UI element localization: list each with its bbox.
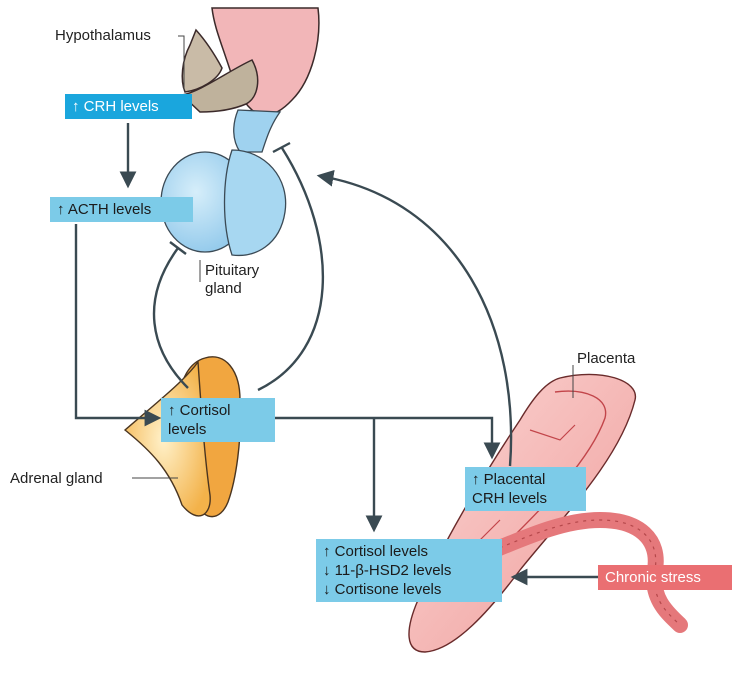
- box-hormone-effects: ↑ Cortisol levels ↓ 11-β-HSD2 levels ↓ C…: [316, 539, 502, 602]
- effects-line2: ↓ 11-β-HSD2 levels: [323, 561, 495, 580]
- placenta-illustration: [409, 374, 680, 652]
- effects-line3: ↓ Cortisone levels: [323, 580, 495, 599]
- label-placenta: Placenta: [577, 350, 635, 368]
- label-hypothalamus: Hypothalamus: [55, 27, 151, 45]
- box-acth-levels: ↑ ACTH levels: [50, 197, 193, 222]
- pituitary-illustration: [161, 110, 286, 255]
- label-adrenal-gland: Adrenal gland: [10, 470, 103, 488]
- box-placental-crh-levels: ↑ Placental CRH levels: [465, 467, 586, 511]
- cortisol-line2: levels: [168, 420, 268, 439]
- label-pituitary: Pituitary gland: [205, 262, 259, 298]
- placental-line1: ↑ Placental: [472, 470, 579, 489]
- hypothalamus-illustration: [182, 8, 319, 115]
- arrow-cortisol-to-placental-crh: [275, 418, 492, 456]
- placental-line2: CRH levels: [472, 489, 579, 508]
- cortisol-line1: ↑ Cortisol: [168, 401, 268, 420]
- arrow-acth-to-cortisol: [76, 224, 158, 418]
- arrow-placental-to-pituitary: [320, 176, 511, 466]
- box-cortisol-levels: ↑ Cortisol levels: [161, 398, 275, 442]
- label-pituitary-line2: gland: [205, 280, 259, 298]
- box-crh-levels: ↑ CRH levels: [65, 94, 192, 119]
- effects-line1: ↑ Cortisol levels: [323, 542, 495, 561]
- box-chronic-stress: Chronic stress: [598, 565, 732, 590]
- inhibit-cortisol-to-pituitary: [154, 248, 188, 388]
- label-pituitary-line1: Pituitary: [205, 262, 259, 280]
